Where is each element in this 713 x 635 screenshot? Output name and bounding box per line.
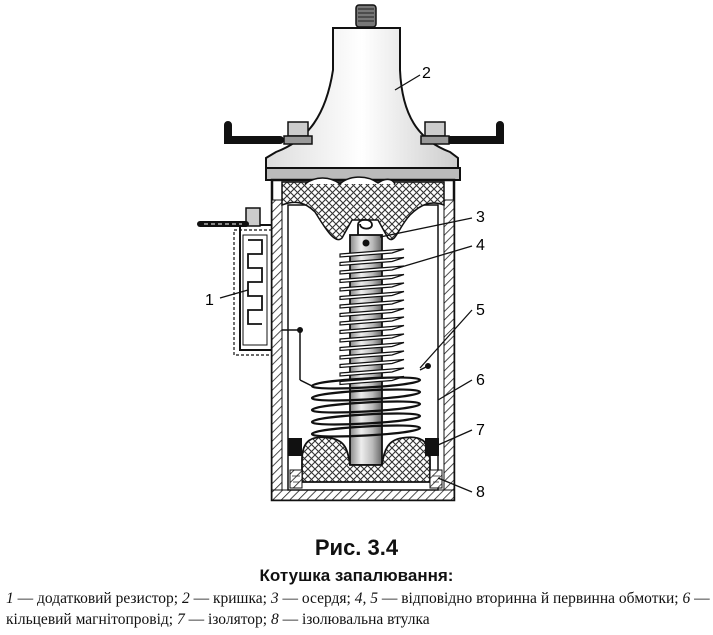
legend-number: 3 [270, 590, 279, 607]
label-2: 2 [422, 65, 431, 82]
additional-resistor [197, 207, 303, 380]
secondary-winding-turn [339, 282, 405, 292]
secondary-winding-turn [339, 299, 405, 309]
left-terminal-nut [283, 121, 313, 145]
secondary-winding-turn [339, 341, 405, 352]
figure-title: Рис. 3.4 [314, 535, 399, 560]
right-wire [446, 121, 504, 144]
primary-winding-turn [310, 424, 422, 438]
insulator-7-left [288, 438, 302, 456]
legend-number: 4, 5 [354, 590, 378, 607]
label-1: 1 [205, 292, 214, 309]
secondary-winding-turn [339, 358, 405, 369]
legend-number: 6 [682, 590, 691, 607]
primary-winding-turn [310, 388, 422, 402]
secondary-winding-turn [339, 307, 405, 318]
secondary-winding-turn [339, 256, 405, 267]
secondary-winding-turn [339, 333, 405, 343]
secondary-winding-turn [339, 367, 405, 377]
primary-winding-turn [310, 376, 422, 390]
primary-winding [299, 363, 431, 438]
legend-number: 1 [6, 590, 14, 607]
legend-text: — відповідно вторинна й первинна обмотки… [377, 590, 683, 607]
leader-lines [219, 74, 473, 493]
primary-winding-terminal [425, 363, 431, 369]
legend-text: — кришка; [189, 590, 271, 607]
figure-subtitle: Котушка запалювання: [259, 566, 454, 585]
legend-text: — додатковий резистор; [13, 590, 182, 607]
secondary-winding-turn [339, 316, 405, 326]
bottom-insulator [301, 436, 431, 483]
legend-number: 2 [181, 590, 190, 607]
left-wire [224, 121, 284, 144]
secondary-winding-turn [339, 248, 405, 258]
right-terminal-nut [420, 121, 450, 145]
label-3: 3 [476, 209, 485, 226]
legend-number: 7 [176, 611, 185, 628]
primary-winding-turn [310, 412, 422, 426]
secondary-winding-turn [339, 350, 405, 360]
hv-terminal [355, 4, 377, 28]
label-4: 4 [476, 237, 485, 254]
housing-wall-left [271, 199, 283, 501]
secondary-winding-turn [339, 273, 405, 284]
legend-text: — осердя; [278, 590, 355, 607]
insulating-bushing [289, 469, 443, 489]
housing-bottom [271, 489, 455, 501]
secondary-winding-turn [339, 290, 405, 301]
figure-legend: 1 — додатковий резистор; 2 — кришка; 3 —… [6, 588, 710, 630]
label-6: 6 [476, 372, 485, 389]
secondary-winding-turn [339, 324, 405, 335]
label-5: 5 [476, 302, 485, 319]
top-insulation-mass [281, 181, 445, 241]
legend-text: — ізолятор; [184, 611, 271, 628]
insulator-7-right [425, 438, 439, 456]
cover [265, 27, 459, 169]
label-7: 7 [476, 422, 485, 439]
ignition-coil-diagram: 1 2 3 4 5 6 7 8 [197, 4, 504, 502]
primary-winding-turn [310, 400, 422, 414]
spring-contact [357, 218, 373, 235]
secondary-winding [339, 248, 405, 386]
legend-text: — ізолювальна втулка [278, 611, 430, 628]
housing-wall-right [443, 199, 455, 501]
legend-number: 8 [270, 611, 279, 628]
label-8: 8 [476, 484, 485, 501]
legend-text: — кільцевий магнітопровід; [6, 590, 710, 628]
